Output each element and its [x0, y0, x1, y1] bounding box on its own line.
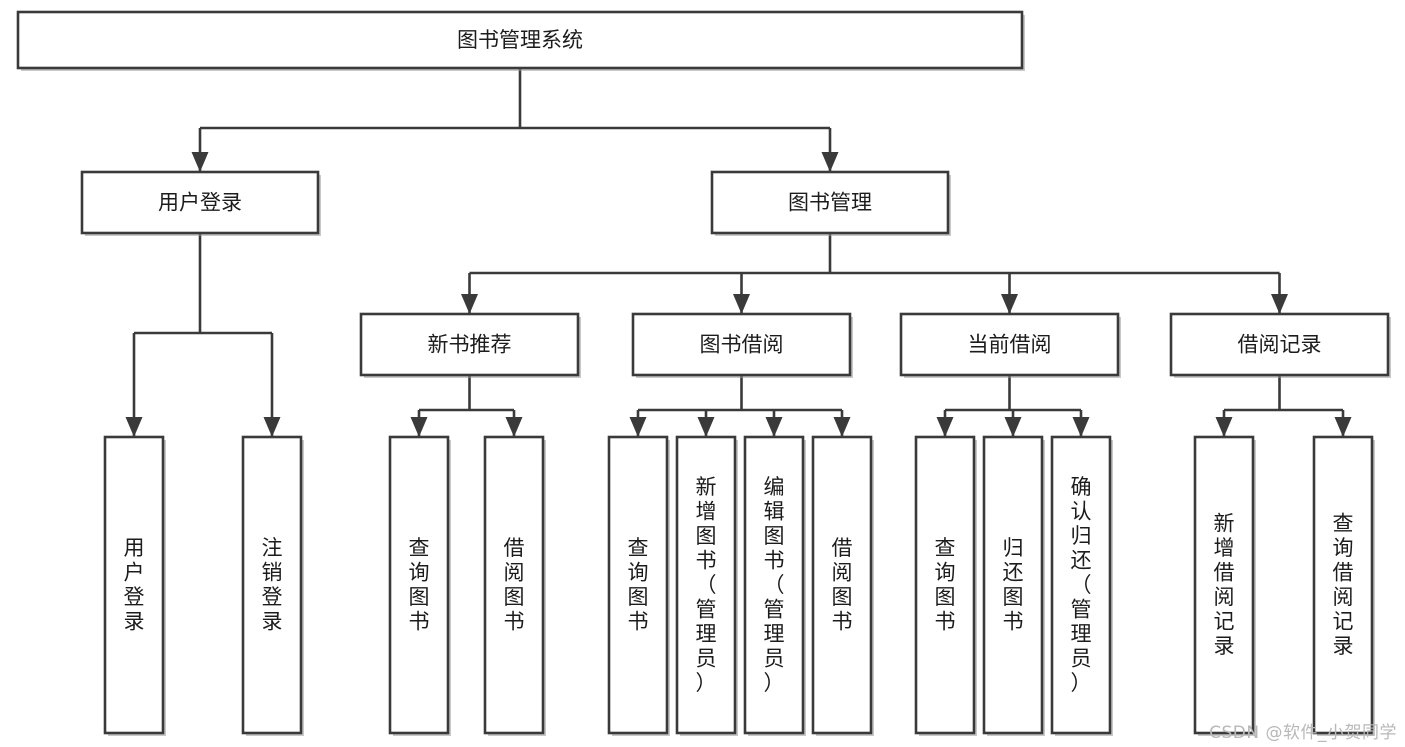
node-label: 查询图书 [628, 536, 649, 634]
node-level3-1[interactable]: 图书借阅 [631, 312, 853, 378]
node-level2-0[interactable]: 用户登录 [80, 170, 321, 236]
arrow-head-icon [1004, 417, 1022, 437]
node-leaf-6[interactable]: 编辑图书（管理员） [743, 435, 806, 736]
arrow-head-icon [821, 152, 839, 172]
node-label: 查询图书 [409, 536, 430, 634]
node-label: 借阅图书 [832, 536, 853, 634]
node-label: 借阅图书 [504, 536, 525, 634]
node-leaf-12[interactable]: 查询借阅记录 [1312, 435, 1375, 736]
node-level2-1[interactable]: 图书管理 [710, 170, 951, 236]
node-leaf-11[interactable]: 新增借阅记录 [1193, 435, 1256, 736]
node-label: 查询借阅记录 [1333, 512, 1354, 659]
arrow-head-icon [191, 152, 209, 172]
node-label: 当前借阅 [968, 333, 1052, 357]
arrow-head-icon [1001, 294, 1018, 314]
watermark-label: CSDN @软件_小贺同学 [1209, 723, 1397, 743]
node-leaf-3[interactable]: 借阅图书 [483, 435, 546, 736]
node-leaf-8[interactable]: 查询图书 [914, 435, 977, 736]
arrow-head-icon [505, 417, 523, 437]
node-label: 确认归还（管理员） [1071, 475, 1092, 695]
arrow-head-icon [125, 417, 143, 437]
arrow-head-icon [1072, 417, 1090, 437]
node-label: 借阅记录 [1238, 333, 1322, 357]
node-leaf-7[interactable]: 借阅图书 [811, 435, 874, 736]
node-label: 编辑图书（管理员） [764, 475, 785, 695]
node-leaf-4[interactable]: 查询图书 [607, 435, 670, 736]
node-leaf-0[interactable]: 用户登录 [103, 435, 166, 736]
arrow-head-icon [1215, 417, 1233, 437]
node-level3-2[interactable]: 当前借阅 [899, 312, 1121, 378]
node-label: 查询图书 [935, 536, 956, 634]
node-layer: 图书管理系统用户登录图书管理新书推荐图书借阅当前借阅借阅记录用户登录注销登录查询… [16, 10, 1391, 736]
arrow-head-icon [833, 417, 851, 437]
node-leaf-9[interactable]: 归还图书 [982, 435, 1045, 736]
node-level3-0[interactable]: 新书推荐 [359, 312, 581, 378]
node-leaf-1[interactable]: 注销登录 [241, 435, 304, 736]
node-label: 新增借阅记录 [1214, 512, 1235, 659]
arrow-head-icon [1334, 417, 1352, 437]
node-label: 图书借阅 [700, 333, 784, 357]
arrow-head-icon [936, 417, 954, 437]
node-leaf-10[interactable]: 确认归还（管理员） [1050, 435, 1113, 736]
arrow-head-icon [697, 417, 715, 437]
arrow-head-icon [263, 417, 281, 437]
node-leaf-5[interactable]: 新增图书（管理员） [675, 435, 738, 736]
node-label: 图书管理系统 [457, 28, 583, 52]
node-label: 用户登录 [158, 191, 242, 215]
node-label: 新书推荐 [428, 333, 512, 357]
arrow-head-icon [629, 417, 647, 437]
arrow-head-icon [410, 417, 428, 437]
node-level3-3[interactable]: 借阅记录 [1169, 312, 1391, 378]
arrow-head-icon [1271, 294, 1288, 314]
node-label: 图书管理 [788, 191, 872, 215]
arrow-head-icon [461, 294, 478, 314]
node-leaf-2[interactable]: 查询图书 [388, 435, 451, 736]
node-label: 注销登录 [262, 536, 283, 634]
node-label: 归还图书 [1003, 536, 1024, 634]
node-label: 用户登录 [124, 536, 145, 634]
arrow-head-icon [765, 417, 783, 437]
node-label: 新增图书（管理员） [696, 475, 717, 695]
edge-layer [125, 68, 1352, 437]
node-root-book-management-system[interactable]: 图书管理系统 [16, 10, 1025, 71]
arrow-head-icon [733, 294, 750, 314]
